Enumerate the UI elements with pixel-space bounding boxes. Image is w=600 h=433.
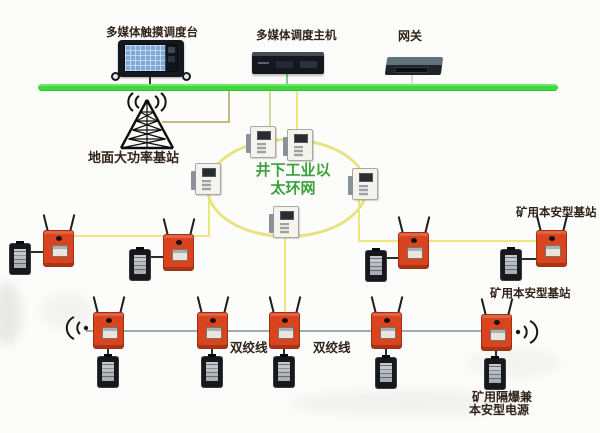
cable-console-to-bus — [149, 77, 151, 85]
console-side-panel — [165, 45, 177, 71]
base-station-body — [371, 312, 402, 349]
mine-base-station-mid-4 — [535, 214, 569, 268]
cable-bottom-phone-5 — [495, 348, 497, 360]
console-handle-right — [182, 72, 191, 81]
cable-bottom-phone-4 — [385, 348, 387, 359]
switch-connector — [283, 137, 288, 156]
cable-host-to-bus — [286, 74, 288, 85]
cable-bottom-phone-1 — [107, 348, 109, 358]
mine-phone-bottom-4 — [376, 355, 396, 388]
cable-bottom-phone-3 — [283, 348, 285, 358]
cable-ring-left-vertical — [208, 194, 210, 236]
mine-base-station-bottom-1 — [92, 296, 126, 350]
mine-power-supply-device — [485, 356, 505, 389]
base-station-body — [398, 232, 429, 269]
host-label: 多媒体调度主机 — [256, 30, 337, 42]
power-supply-label-line1: 矿用隔爆兼 — [472, 390, 533, 404]
cable-gateway-to-bus — [411, 75, 413, 85]
ethernet-bus — [38, 84, 558, 91]
cable-tower-vertical — [228, 91, 230, 123]
base-station-body — [481, 314, 512, 351]
mine-phone-bottom-3 — [274, 354, 294, 387]
switch-connector — [348, 176, 353, 195]
cable-midrow-left-horizontal — [58, 235, 210, 237]
base-station-body — [197, 312, 228, 349]
cable-phone1-base1 — [29, 251, 44, 253]
cable-bottom-phone-2 — [211, 348, 213, 358]
switch-connector — [246, 134, 251, 153]
cable-ring-right-vertical — [358, 198, 360, 241]
ground-antenna-tower — [119, 99, 175, 150]
cable-bus-to-ring-switch-2 — [296, 91, 298, 134]
power-supply-label-line2: 本安型电源 — [469, 403, 530, 417]
mine-phone-bottom-1 — [98, 354, 118, 387]
dispatch-host-device — [252, 52, 324, 74]
base-station-body — [93, 312, 124, 349]
cable-tower-horizontal — [162, 121, 230, 123]
switch-connector — [269, 214, 274, 233]
mine-phone-mid-2 — [130, 247, 150, 280]
base-station-body — [163, 234, 194, 271]
ring-network-label-line1: 井下工业以 — [255, 162, 331, 179]
mine-phone-mid-3 — [366, 248, 386, 281]
ring-network-label: 井下工业以 太环网 — [226, 162, 360, 198]
touch-dispatch-console-device — [111, 40, 191, 81]
mine-base-station-bottom-2 — [196, 296, 230, 350]
ring-switch-top-left — [246, 126, 276, 158]
mine-phone-mid-4 — [501, 247, 521, 280]
ring-network-label-line2: 太环网 — [270, 180, 316, 197]
mine-base-station-mid-2 — [162, 218, 196, 272]
background-smudge — [0, 282, 22, 346]
base-station-body — [536, 230, 567, 267]
wireless-waves-right-icon — [515, 320, 539, 344]
mine-base-station-bottom-5 — [480, 298, 514, 352]
gateway-label: 网关 — [398, 29, 423, 43]
wireless-waves-left-icon — [65, 316, 89, 340]
cable-ring-bottom-vertical — [284, 236, 286, 312]
ring-switch-top-right — [283, 129, 313, 161]
switch-connector — [191, 171, 196, 190]
mine-base-station-mid-3 — [397, 216, 431, 270]
cable-phone3-base3 — [385, 257, 399, 259]
console-handle-left — [111, 72, 120, 81]
console-label: 多媒体触摸调度台 — [106, 27, 198, 39]
cable-bus-to-ring-switch-1 — [269, 91, 271, 131]
cable-phone4-base4 — [520, 258, 537, 260]
background-smudge — [290, 390, 530, 416]
base-station-label-top-right: 矿用本安型基站 — [516, 207, 597, 219]
ring-switch-left — [191, 163, 221, 195]
cable-midrow-right-horizontal — [358, 240, 551, 242]
console-screen — [124, 44, 178, 72]
cable-phone2-base2 — [149, 256, 164, 258]
ring-switch-bottom — [269, 206, 299, 238]
background-smudge — [40, 292, 92, 330]
mine-base-station-bottom-4 — [370, 296, 404, 350]
ground-station-label: 地面大功率基站 — [88, 150, 180, 165]
base-station-body — [43, 230, 74, 267]
mine-base-station-bottom-3 — [268, 296, 302, 350]
base-station-label-mid-right: 矿用本安型基站 — [490, 288, 571, 300]
ring-switch-right — [348, 168, 378, 200]
mine-phone-mid-1 — [10, 241, 30, 274]
mine-base-station-mid-1 — [42, 214, 76, 268]
gateway-device — [384, 57, 444, 75]
mine-phone-bottom-2 — [202, 354, 222, 387]
background-smudge — [468, 348, 560, 378]
twisted-pair-label-1: 双绞线 — [230, 341, 268, 355]
twisted-pair-label-2: 双绞线 — [313, 341, 351, 355]
base-station-body — [269, 312, 300, 349]
